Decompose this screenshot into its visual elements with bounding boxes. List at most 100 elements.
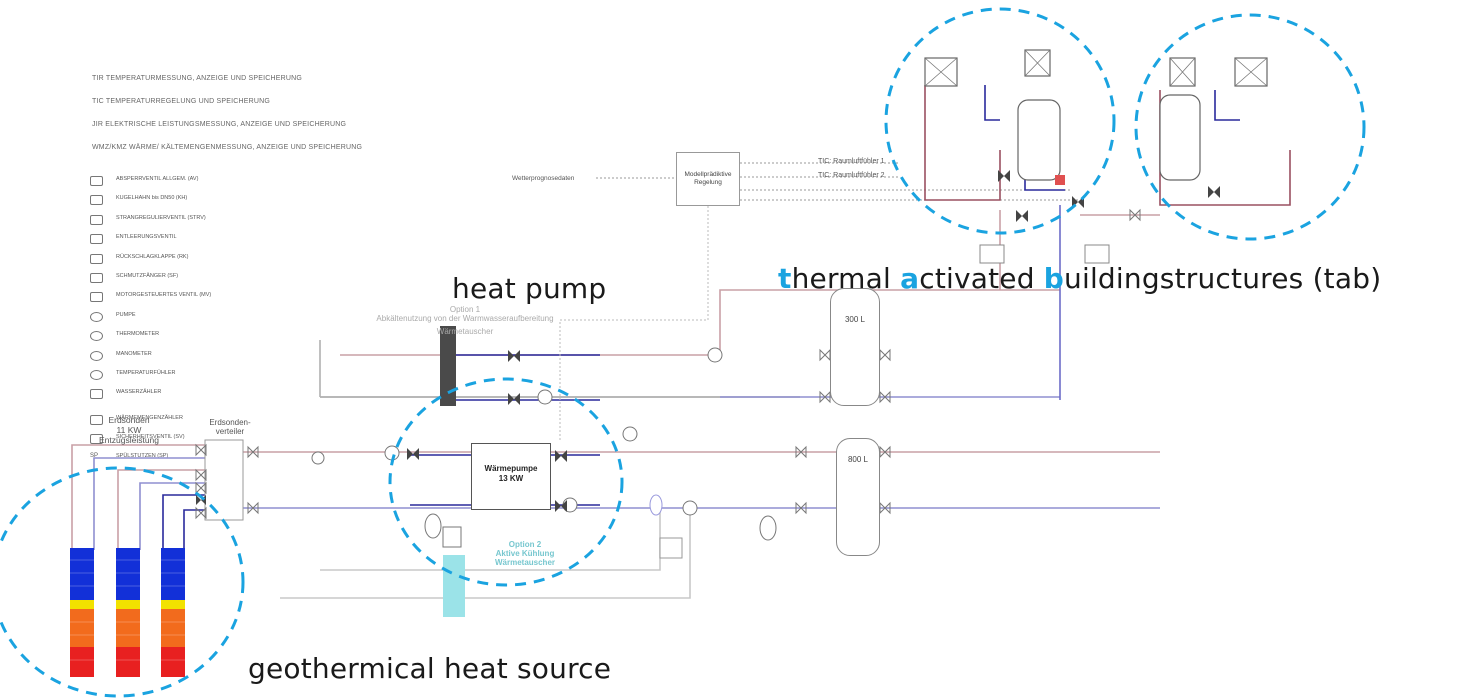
pump-icon <box>622 426 638 442</box>
legend-item: WÄRMEMENGENZÄHLER <box>90 414 452 434</box>
weather-forecast-label: Wetterprognosedaten <box>512 175 575 182</box>
manometer-icon <box>90 350 103 361</box>
flush-port-abbr: SP <box>90 453 99 460</box>
option1-label: Option 1 Abkältenutzung von der Warmwass… <box>376 305 554 336</box>
tab-loop-2 <box>1214 90 1240 121</box>
valve-icon <box>195 506 207 520</box>
valve-icon <box>879 501 891 515</box>
valve-icon <box>1129 208 1141 222</box>
probe-feed-line <box>93 457 205 550</box>
tab-storage <box>1017 99 1061 181</box>
legend-abbr-jir: JIR ELEKTRISCHE LEISTUNGSMESSUNG, ANZEIG… <box>92 121 347 128</box>
valve-icon <box>195 468 207 482</box>
pump-icon <box>90 311 103 322</box>
temperature-sensor-icon <box>90 369 103 380</box>
red-valve-icon <box>1055 175 1065 185</box>
legend-item: SICHERHEITSVENTIL (SV) <box>90 434 452 453</box>
probe-feed-line <box>162 494 205 550</box>
storage-tank-300: 300 L <box>830 288 880 406</box>
motor-valve-icon <box>90 292 103 303</box>
legend-item: KUGELHAHN bis DN50 (KH) <box>90 195 452 214</box>
control-unit <box>442 526 462 548</box>
storage-tank-800: 800 L <box>836 438 880 556</box>
option1-heat-exchanger <box>440 326 456 406</box>
legend-item: ENTLEERUNGSVENTIL <box>90 234 452 253</box>
legend-abbr-wmz: WMZ/KMZ WÄRME/ KÄLTEMENGENMESSUNG, ANZEI… <box>92 144 363 151</box>
minor-valve-group <box>195 208 1141 520</box>
valve-icon <box>879 390 891 404</box>
signal-line <box>559 206 709 440</box>
expansion-vessel-icon <box>759 515 777 541</box>
option2-label: Option 2 Aktive Kühlung Wärmetauscher <box>494 540 556 567</box>
probe-feed-line <box>183 509 205 550</box>
drain-valve-icon <box>90 234 103 245</box>
symbol-legend: TIR TEMPERATURMESSUNG, ANZEIGE UND SPEIC… <box>90 74 452 473</box>
callout-tab: thermal activated buildingstructures (ta… <box>778 262 1382 295</box>
check-valve-icon <box>90 253 103 264</box>
pump-icon <box>707 347 723 363</box>
valve-icon <box>819 348 831 362</box>
callout-circle-tab-left <box>884 7 1116 235</box>
legend-item: MOTORGESTEUERTES VENTIL (MV) <box>90 292 452 311</box>
probe-distributor-label: Erdsonden- verteiler <box>209 418 251 436</box>
return-pipe <box>280 508 691 599</box>
legend-item: SCHMUTZFÄNGER (SF) <box>90 272 452 292</box>
legend-item: TEMPERATURFÜHLER <box>90 369 452 389</box>
balancing-valve-icon <box>90 214 103 225</box>
valve-icon <box>1016 210 1028 222</box>
tab-loop-1 <box>924 85 1001 201</box>
valve-icon <box>879 445 891 459</box>
probe-distributor <box>204 439 244 521</box>
legend-item: WASSERZÄHLER <box>90 389 452 408</box>
mpc-controller-box: Modellprädiktive Regelung <box>676 152 740 206</box>
ground-probes <box>70 548 185 677</box>
valve-icon <box>247 445 259 459</box>
legend-item: STRANGREGULIERVENTIL (STRV) <box>90 214 452 234</box>
water-meter-icon <box>90 389 103 400</box>
valve-icon <box>407 448 419 460</box>
heat-pump-box: Wärmepumpe 13 KW <box>471 443 551 510</box>
valve-icon <box>508 350 520 362</box>
legend-item: RÜCKSCHLAGKLAPPE (RK) <box>90 253 452 273</box>
valve-group <box>196 170 1220 512</box>
valve-icon <box>555 450 567 462</box>
callout-heat-pump: heat pump <box>452 272 607 305</box>
valve-icon <box>195 443 207 457</box>
valve-icon <box>508 393 520 405</box>
expansion-vessel-icon <box>424 513 442 539</box>
probe-feed-line <box>139 482 205 550</box>
callout-circles <box>0 7 1366 698</box>
legend-item: MANOMETER <box>90 350 452 370</box>
pump-icon <box>311 451 325 465</box>
callout-circle-tab-right <box>1134 13 1366 241</box>
room-sensor-1-label: TIC: Raumluftfühler 1 <box>818 158 885 165</box>
control-unit <box>659 537 683 559</box>
callout-circle-heatpump <box>388 377 624 587</box>
legend-item: ABSPERRVENTIL ALLGEM. (AV) <box>90 176 452 195</box>
tab-loop-1 <box>984 85 1000 121</box>
valve-icon <box>879 348 891 362</box>
pump-icon <box>682 500 698 516</box>
ground-probes-label: Erdsonden 11 KW Entzugsleistung <box>98 415 159 445</box>
valve-icon <box>555 500 567 512</box>
legend-item: PUMPE <box>90 311 452 331</box>
room-sensor-2-label: TIC: Raumluftfühler 2 <box>818 172 885 179</box>
legend-item: THERMOMETER <box>90 331 452 350</box>
strainer-icon <box>90 272 103 283</box>
tab-controller <box>979 244 1005 264</box>
callout-geothermal: geothermical heat source <box>248 652 612 685</box>
callout-circle-geo <box>0 466 245 698</box>
probe-feed-line <box>71 444 205 550</box>
valve-icon <box>795 501 807 515</box>
ball-valve-icon <box>90 195 103 206</box>
legend-abbr-tic: TIC TEMPERATURREGELUNG UND SPEICHERUNG <box>92 98 271 105</box>
expansion-vessel-icon <box>649 494 663 516</box>
tab-controller <box>1084 244 1110 264</box>
valve-icon <box>195 481 207 495</box>
return-pipe <box>320 508 661 571</box>
valve-icon <box>1208 186 1220 198</box>
legend-abbr-tir: TIR TEMPERATURMESSUNG, ANZEIGE UND SPEIC… <box>92 75 303 82</box>
pump-icon <box>537 389 553 405</box>
